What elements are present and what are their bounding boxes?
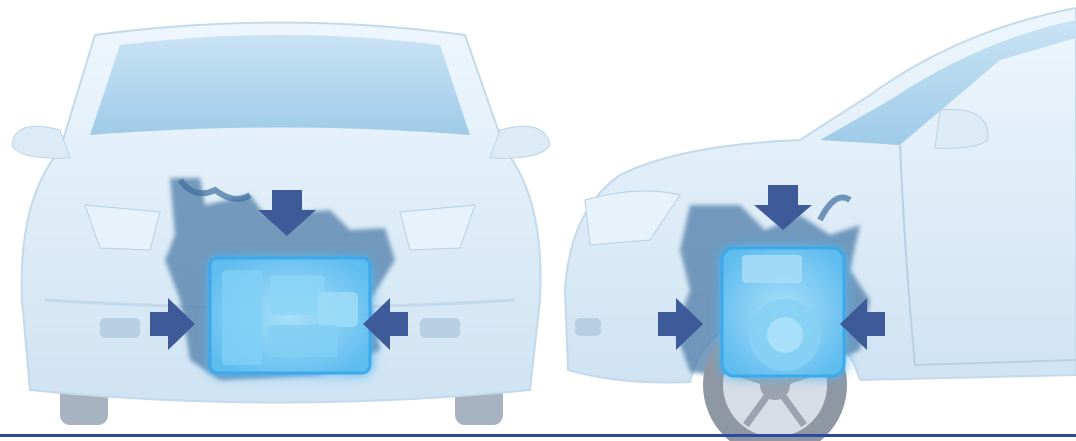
motor-unit bbox=[210, 258, 370, 373]
left-fog-light bbox=[100, 318, 140, 338]
left-mirror bbox=[12, 126, 70, 158]
right-fog-light bbox=[420, 318, 460, 338]
ground-line bbox=[0, 434, 1076, 437]
car-front-windshield bbox=[90, 35, 470, 135]
car-front-view bbox=[12, 23, 550, 426]
car-side-view bbox=[565, 8, 1076, 441]
motor-unit-side bbox=[722, 248, 844, 376]
side-fog-light bbox=[575, 318, 601, 336]
